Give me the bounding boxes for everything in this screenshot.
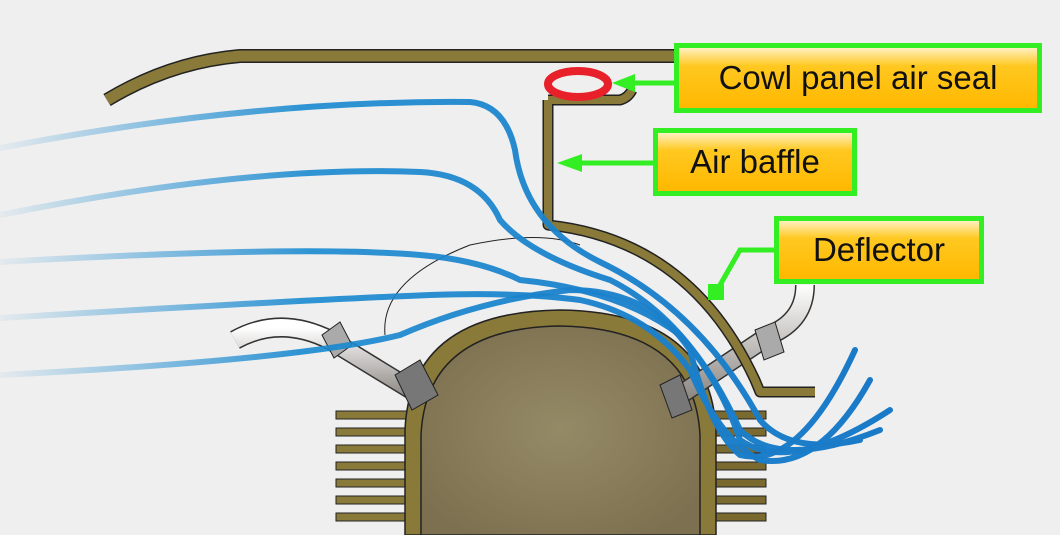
callout-arrows — [557, 74, 776, 300]
label-text: Deflector — [812, 231, 946, 268]
label-text: Cowl panel air seal — [718, 59, 998, 96]
label-text: Air baffle — [690, 143, 820, 180]
label-air-baffle: Air baffle — [653, 128, 857, 196]
label-cowl-panel-air-seal: Cowl panel air seal — [674, 43, 1042, 113]
combustion-chamber — [420, 325, 701, 535]
cooling-fins-left — [335, 410, 409, 522]
exhaust-pipe — [659, 284, 815, 419]
airflow-lines — [0, 98, 893, 464]
label-deflector: Deflector — [774, 216, 984, 284]
intake-pipe — [230, 317, 439, 411]
cowl-panel-air-seal — [544, 67, 612, 101]
